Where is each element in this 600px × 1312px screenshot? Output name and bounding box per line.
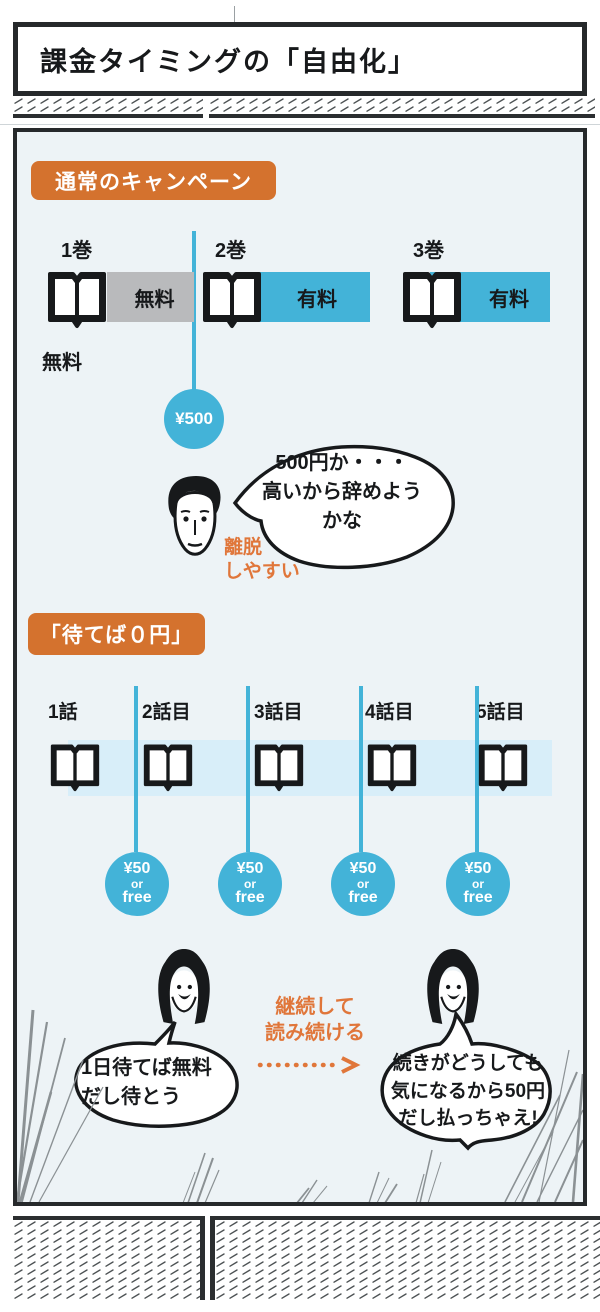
paid-bar-1: 有料	[256, 272, 370, 322]
right-speech-line3: だし払っちゃえ!	[398, 1108, 538, 1130]
episode-5-label: 5話目	[476, 702, 525, 723]
price-circle-free: free	[348, 889, 378, 907]
continue-label-line2: 読み続ける	[265, 1022, 365, 1044]
price-circle: ¥50 or free	[331, 852, 395, 916]
book-icon	[143, 736, 193, 798]
main-panel: 通常のキャンペーン 1巻 2巻 3巻 無料 有料 有料 無料 ¥500 離脱 し…	[13, 128, 587, 1206]
price-circle: ¥50 or free	[218, 852, 282, 916]
episode-line	[134, 686, 138, 852]
continue-label: 継続して 読み続ける	[248, 994, 382, 1046]
churn-note-line1: 離脱	[224, 537, 263, 558]
price-drop-line	[192, 231, 196, 390]
price-circle-or: or	[244, 876, 256, 891]
churn-note: 離脱 しやすい	[224, 536, 300, 584]
man-speech-line2: 高いから辞めよう	[262, 481, 422, 503]
left-speech-line1: 1日待てば無料	[81, 1057, 212, 1079]
book-icon	[202, 267, 262, 331]
speech-bubble-left: 1日待てば無料 だし待とう	[57, 1020, 247, 1136]
page-title: 課金タイミングの「自由化」	[40, 46, 417, 77]
book-icon	[402, 267, 462, 331]
wait-badge: 「待てば０円」	[28, 613, 205, 655]
volume-3-label: 3巻	[413, 240, 445, 262]
book-icon	[50, 736, 100, 798]
man-speech-line1: 500円か・・・	[275, 452, 409, 474]
left-speech-line2: だし待とう	[81, 1086, 181, 1108]
price-circle-free: free	[235, 889, 265, 907]
gutter-tick	[234, 6, 235, 22]
churn-note-line2: しやすい	[224, 560, 300, 582]
episode-line	[246, 686, 250, 852]
price-circle-or: or	[131, 876, 143, 891]
bottom-panel-right	[210, 1216, 600, 1300]
episode-1-label: 1話	[48, 702, 78, 723]
episode-2-label: 2話目	[142, 702, 191, 723]
volume-2-label: 2巻	[215, 240, 247, 262]
right-speech-line1: 続きがどうしても	[392, 1053, 544, 1074]
speech-bubble-right: 続きがどうしても 気になるから50円 だし払っちゃえ!	[368, 1010, 568, 1178]
book-icon	[367, 736, 417, 798]
gutter-hatch-right	[209, 97, 595, 118]
title-box: 課金タイミングの「自由化」	[13, 22, 587, 96]
episode-line	[475, 686, 479, 852]
continue-label-line1: 継続して	[275, 996, 355, 1018]
episode-4-label: 4話目	[365, 702, 414, 723]
episode-line	[359, 686, 363, 852]
campaign-badge: 通常のキャンペーン	[31, 161, 276, 200]
book-icon	[47, 267, 107, 331]
price-circle-or: or	[472, 876, 484, 891]
price-circle-amount: ¥50	[123, 859, 151, 877]
book-icon	[478, 736, 528, 798]
price-circle-free: free	[463, 889, 493, 907]
price-circle-or: or	[357, 876, 369, 891]
volume-1-label: 1巻	[61, 240, 93, 262]
man-face-icon	[168, 476, 221, 556]
woman-face-icon	[155, 948, 213, 1026]
price-circle-amount: ¥50	[349, 859, 377, 877]
episode-3-label: 3話目	[254, 702, 303, 723]
speech-bubble-man: 500円か・・・ 高いから辞めよう かな	[229, 433, 455, 579]
free-bar: 無料	[107, 272, 194, 322]
price-circle-amount: ¥50	[464, 859, 492, 877]
bottom-panel-left	[13, 1216, 205, 1300]
gutter-hatch-left	[13, 97, 203, 118]
price-circle-amount: ¥50	[236, 859, 264, 877]
book-icon	[254, 736, 304, 798]
gutter-line	[0, 124, 600, 125]
price-bubble-500: ¥500	[164, 389, 224, 449]
dotted-right-arrow-icon	[257, 1056, 361, 1074]
right-speech-line2: 気になるから50円	[390, 1080, 546, 1102]
man-speech-line3: かな	[322, 510, 362, 532]
price-circle: ¥50 or free	[446, 852, 510, 916]
price-circle: ¥50 or free	[105, 852, 169, 916]
free-label: 無料	[42, 352, 82, 374]
price-circle-free: free	[122, 889, 152, 907]
